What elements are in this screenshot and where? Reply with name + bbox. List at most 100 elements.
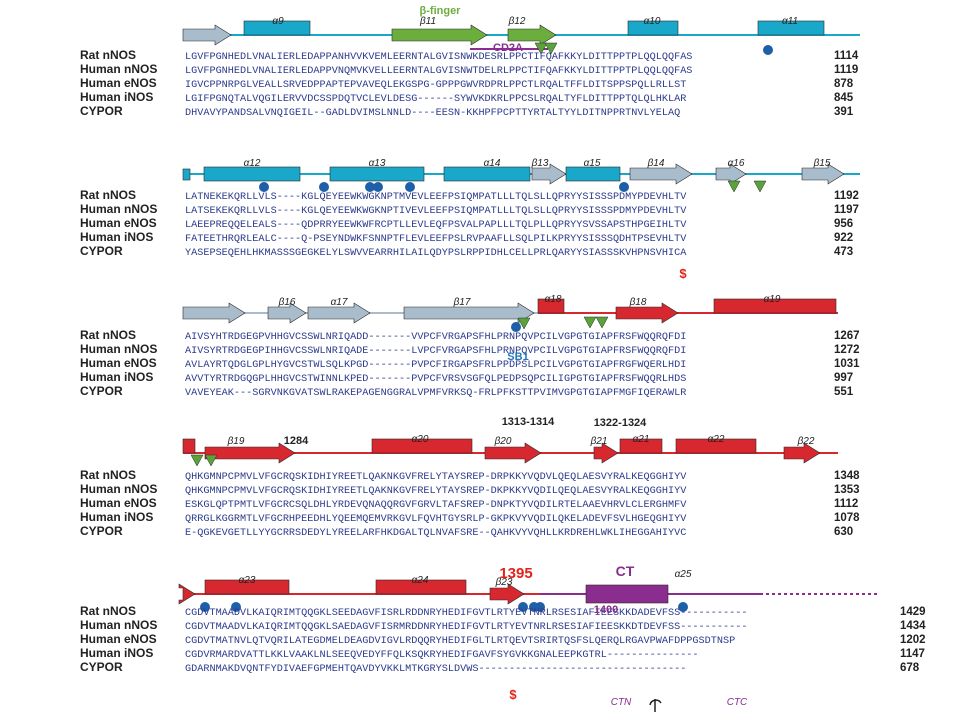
contact-dot-icon	[619, 182, 629, 192]
sequence-end-number: 922	[834, 232, 853, 244]
structure-label: CT	[616, 563, 635, 579]
sequence-row: AVLAYRTQDGLGPLHYGVCSTWLSQLKPGD-------PVP…	[185, 360, 686, 371]
sequence-row: AIVSYHTRDGEGPVHHGVCSSWLNRIQADD-------VVP…	[185, 332, 686, 343]
helix-cylinder	[675, 438, 757, 454]
triangle-marker-icon	[544, 42, 558, 55]
strand-arrow	[629, 163, 693, 185]
structure-label: 1322-1324	[594, 417, 647, 429]
sequence-end-number: 1197	[834, 204, 859, 216]
structure-label: α9	[272, 16, 284, 27]
sequence-end-number: 1112	[834, 498, 858, 510]
strand-arrow	[178, 583, 196, 605]
sequence-end-number: 473	[834, 246, 853, 258]
structure-label: α22	[708, 434, 725, 445]
sequence-end-number: 1353	[834, 484, 860, 496]
structure-label: 1400	[594, 604, 618, 616]
sequence-end-number: 1272	[834, 344, 860, 356]
strand-arrow	[715, 163, 747, 185]
sequence-row: QHKGMNPCPMVLVFGCRQSKIDHIYREETLQAKNKGVFRE…	[185, 486, 687, 497]
structure-label: CTN	[611, 697, 632, 708]
sequence-row: LAEEPREQQELEALS----QDPRRYEEWKWFRCPTLLEVL…	[185, 220, 687, 231]
strand-arrow	[307, 302, 371, 324]
sequence-name: CYPOR	[80, 244, 123, 258]
contact-dot-icon	[535, 602, 545, 612]
structure-label: 1284	[284, 435, 309, 447]
triangle-marker-icon	[583, 316, 597, 329]
sequence-name: Human iNOS	[80, 370, 153, 384]
structure-label: β16	[278, 297, 296, 308]
strand-arrow	[531, 163, 567, 185]
structure-label: α12	[244, 158, 261, 169]
sequence-name: Human nNOS	[80, 618, 157, 632]
dollar-mark: $	[509, 687, 517, 702]
sequence-name: CYPOR	[80, 660, 123, 674]
contact-dot-icon	[678, 602, 688, 612]
structure-label: β14	[647, 158, 665, 169]
structure-label: β21	[590, 436, 608, 447]
structure-label: β17	[453, 297, 471, 308]
helix-cylinder	[371, 438, 473, 454]
sequence-row: YASEPSEQEHLHKMASSSGEGKELYLSWVVEARRHILAIL…	[185, 248, 687, 259]
helix-cylinder	[182, 168, 191, 181]
helix-cylinder	[757, 20, 825, 36]
sequence-row: VAVEYEAK---SGRVNKGVATSWLRAKEPAGENGGRALVP…	[185, 388, 686, 399]
structure-label: α16	[728, 158, 745, 169]
triangle-marker-icon	[190, 454, 204, 467]
sequence-name: Rat nNOS	[80, 604, 136, 618]
strand-arrow	[484, 442, 542, 464]
sequence-end-number: 678	[900, 662, 920, 674]
triangle-marker-icon	[727, 180, 741, 193]
contact-dot-icon	[231, 602, 241, 612]
structure-label: α14	[484, 158, 501, 169]
sequence-name: CYPOR	[80, 384, 123, 398]
sequence-name: Rat nNOS	[80, 48, 136, 62]
sequence-end-number: 1114	[834, 50, 859, 62]
sequence-end-number: 1031	[834, 358, 860, 370]
structure-label: α10	[644, 16, 661, 27]
sequence-row: GDARNMAKDVQNTFYDIVAEFGPMEHTQAVDYVKKLMTKG…	[185, 664, 686, 675]
secondary-structure-layer	[178, 20, 880, 712]
sequence-end-number: 1434	[900, 620, 926, 632]
strand-arrow	[615, 302, 679, 324]
structure-label: α13	[369, 158, 386, 169]
sequence-row: CGDVTMATNVLQTVQRILATEGDMELDEAGDVIGVLRDQQ…	[185, 636, 735, 647]
sequence-end-number: 551	[834, 386, 854, 398]
helix-cylinder	[565, 166, 621, 182]
structure-label: β15	[813, 158, 831, 169]
structure-label: 1313-1314	[502, 416, 555, 428]
sequence-row: FATEETHRQRLEALC----Q-PSEYNDWKFSNNPTFLEVL…	[185, 234, 687, 245]
sequence-name: CYPOR	[80, 104, 123, 118]
strand-arrow	[489, 583, 525, 605]
sequence-row: QRRGLKGGRMTLVFGCRHPEEDHLYQEEMQEMVRKGVLFQ…	[185, 514, 687, 525]
sequence-row: CGDVRMARDVATTLKKLVAAKLNLSEEQVEDYFFQLKSQK…	[185, 650, 699, 661]
helix-cylinder	[619, 438, 663, 454]
sequence-row: DHVAVYPANDSALVNQIGEIL--GADLDVIMSLNNLD---…	[185, 108, 680, 119]
helix-cylinder	[443, 166, 531, 182]
sequence-row: IGVCPPNRPGLVEALLSRVEDPPAPTEPVAVEQLEKGSPG…	[185, 80, 686, 91]
sequence-name: Human eNOS	[80, 496, 157, 510]
sequence-row: QHKGMNPCPMVLVFGCRQSKIDHIYREETLQAKNKGVFRE…	[185, 472, 687, 483]
structure-label: α24	[412, 575, 429, 586]
helix-cylinder	[243, 20, 311, 36]
contact-dot-icon	[259, 182, 269, 192]
sequence-row: AIVSYRTRDGEGPIHHGVCSSWLNRIQADE-------LVP…	[185, 346, 686, 357]
strand-arrow	[182, 302, 246, 324]
structure-label: β11	[419, 16, 436, 27]
helix-cylinder	[204, 579, 290, 595]
contact-dot-icon	[365, 182, 375, 192]
sequence-name: Human eNOS	[80, 76, 157, 90]
structure-label: β19	[227, 436, 245, 447]
strand-arrow	[182, 24, 232, 46]
structure-label: CD2A	[493, 42, 523, 54]
contact-dot-icon	[319, 182, 329, 192]
strand-arrow	[204, 442, 296, 464]
helix-cylinder	[713, 298, 837, 314]
sequence-name: CYPOR	[80, 524, 123, 538]
sequence-end-number: 1147	[900, 648, 925, 660]
sequence-end-number: 1078	[834, 512, 860, 524]
sequence-end-number: 391	[834, 106, 854, 118]
strand-arrow	[267, 302, 307, 324]
helix-cylinder	[203, 166, 301, 182]
contact-dot-icon	[511, 322, 521, 332]
